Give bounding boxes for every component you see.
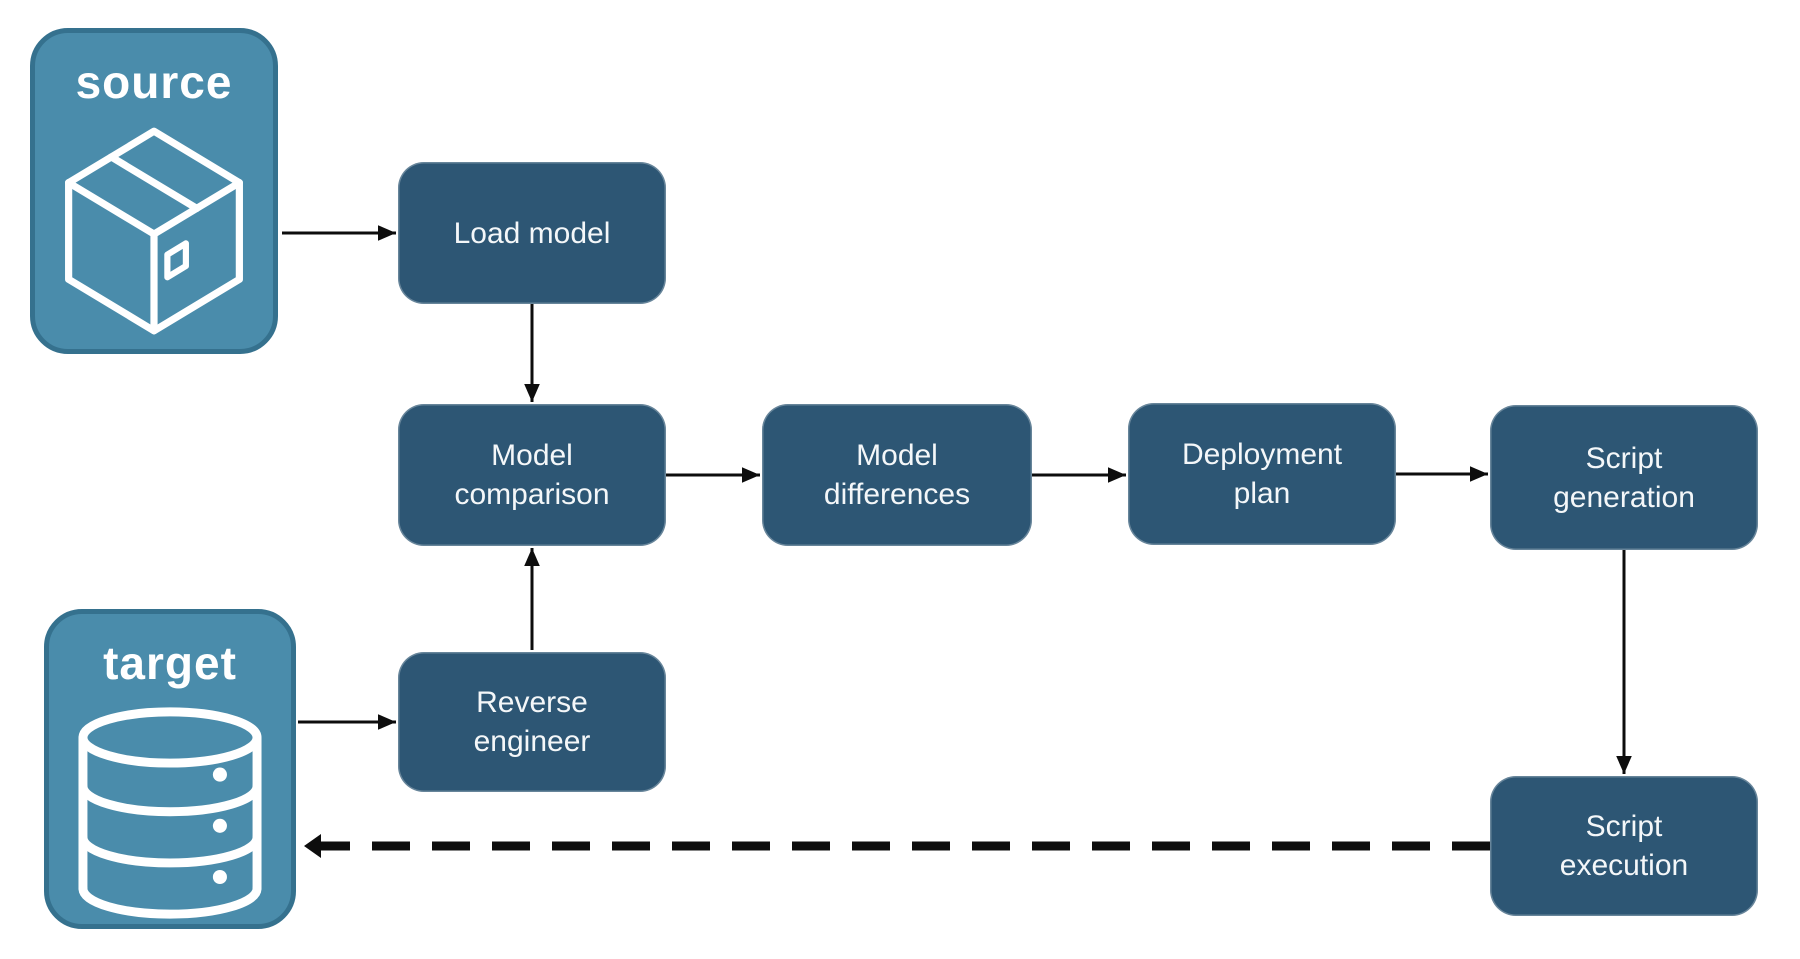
node-model-differences-label: Model differences xyxy=(823,439,971,511)
package-icon xyxy=(65,127,243,335)
node-script-generation-label: Script generation xyxy=(1553,441,1695,514)
node-script-execution-label: Script execution xyxy=(1559,810,1689,882)
entity-source: source xyxy=(30,28,278,354)
node-model-comparison: Model comparison xyxy=(398,404,666,546)
entity-target: target xyxy=(44,609,296,929)
node-reverse-engineer: Reverse engineer xyxy=(398,652,666,792)
entity-source-label: source xyxy=(75,56,233,108)
node-script-execution: Script execution xyxy=(1490,776,1758,916)
entity-target-label: target xyxy=(103,637,237,689)
node-deployment-plan: Deployment plan xyxy=(1128,403,1396,545)
node-model-differences: Model differences xyxy=(762,404,1032,546)
node-load-model: Load model xyxy=(398,162,666,304)
node-deployment-plan-label: Deployment plan xyxy=(1181,438,1343,510)
node-script-generation: Script generation xyxy=(1490,405,1758,550)
node-reverse-engineer-label: Reverse engineer xyxy=(473,686,591,758)
node-model-comparison-label: Model comparison xyxy=(454,439,610,511)
database-icon xyxy=(78,707,262,919)
node-load-model-label: Load model xyxy=(453,216,611,250)
